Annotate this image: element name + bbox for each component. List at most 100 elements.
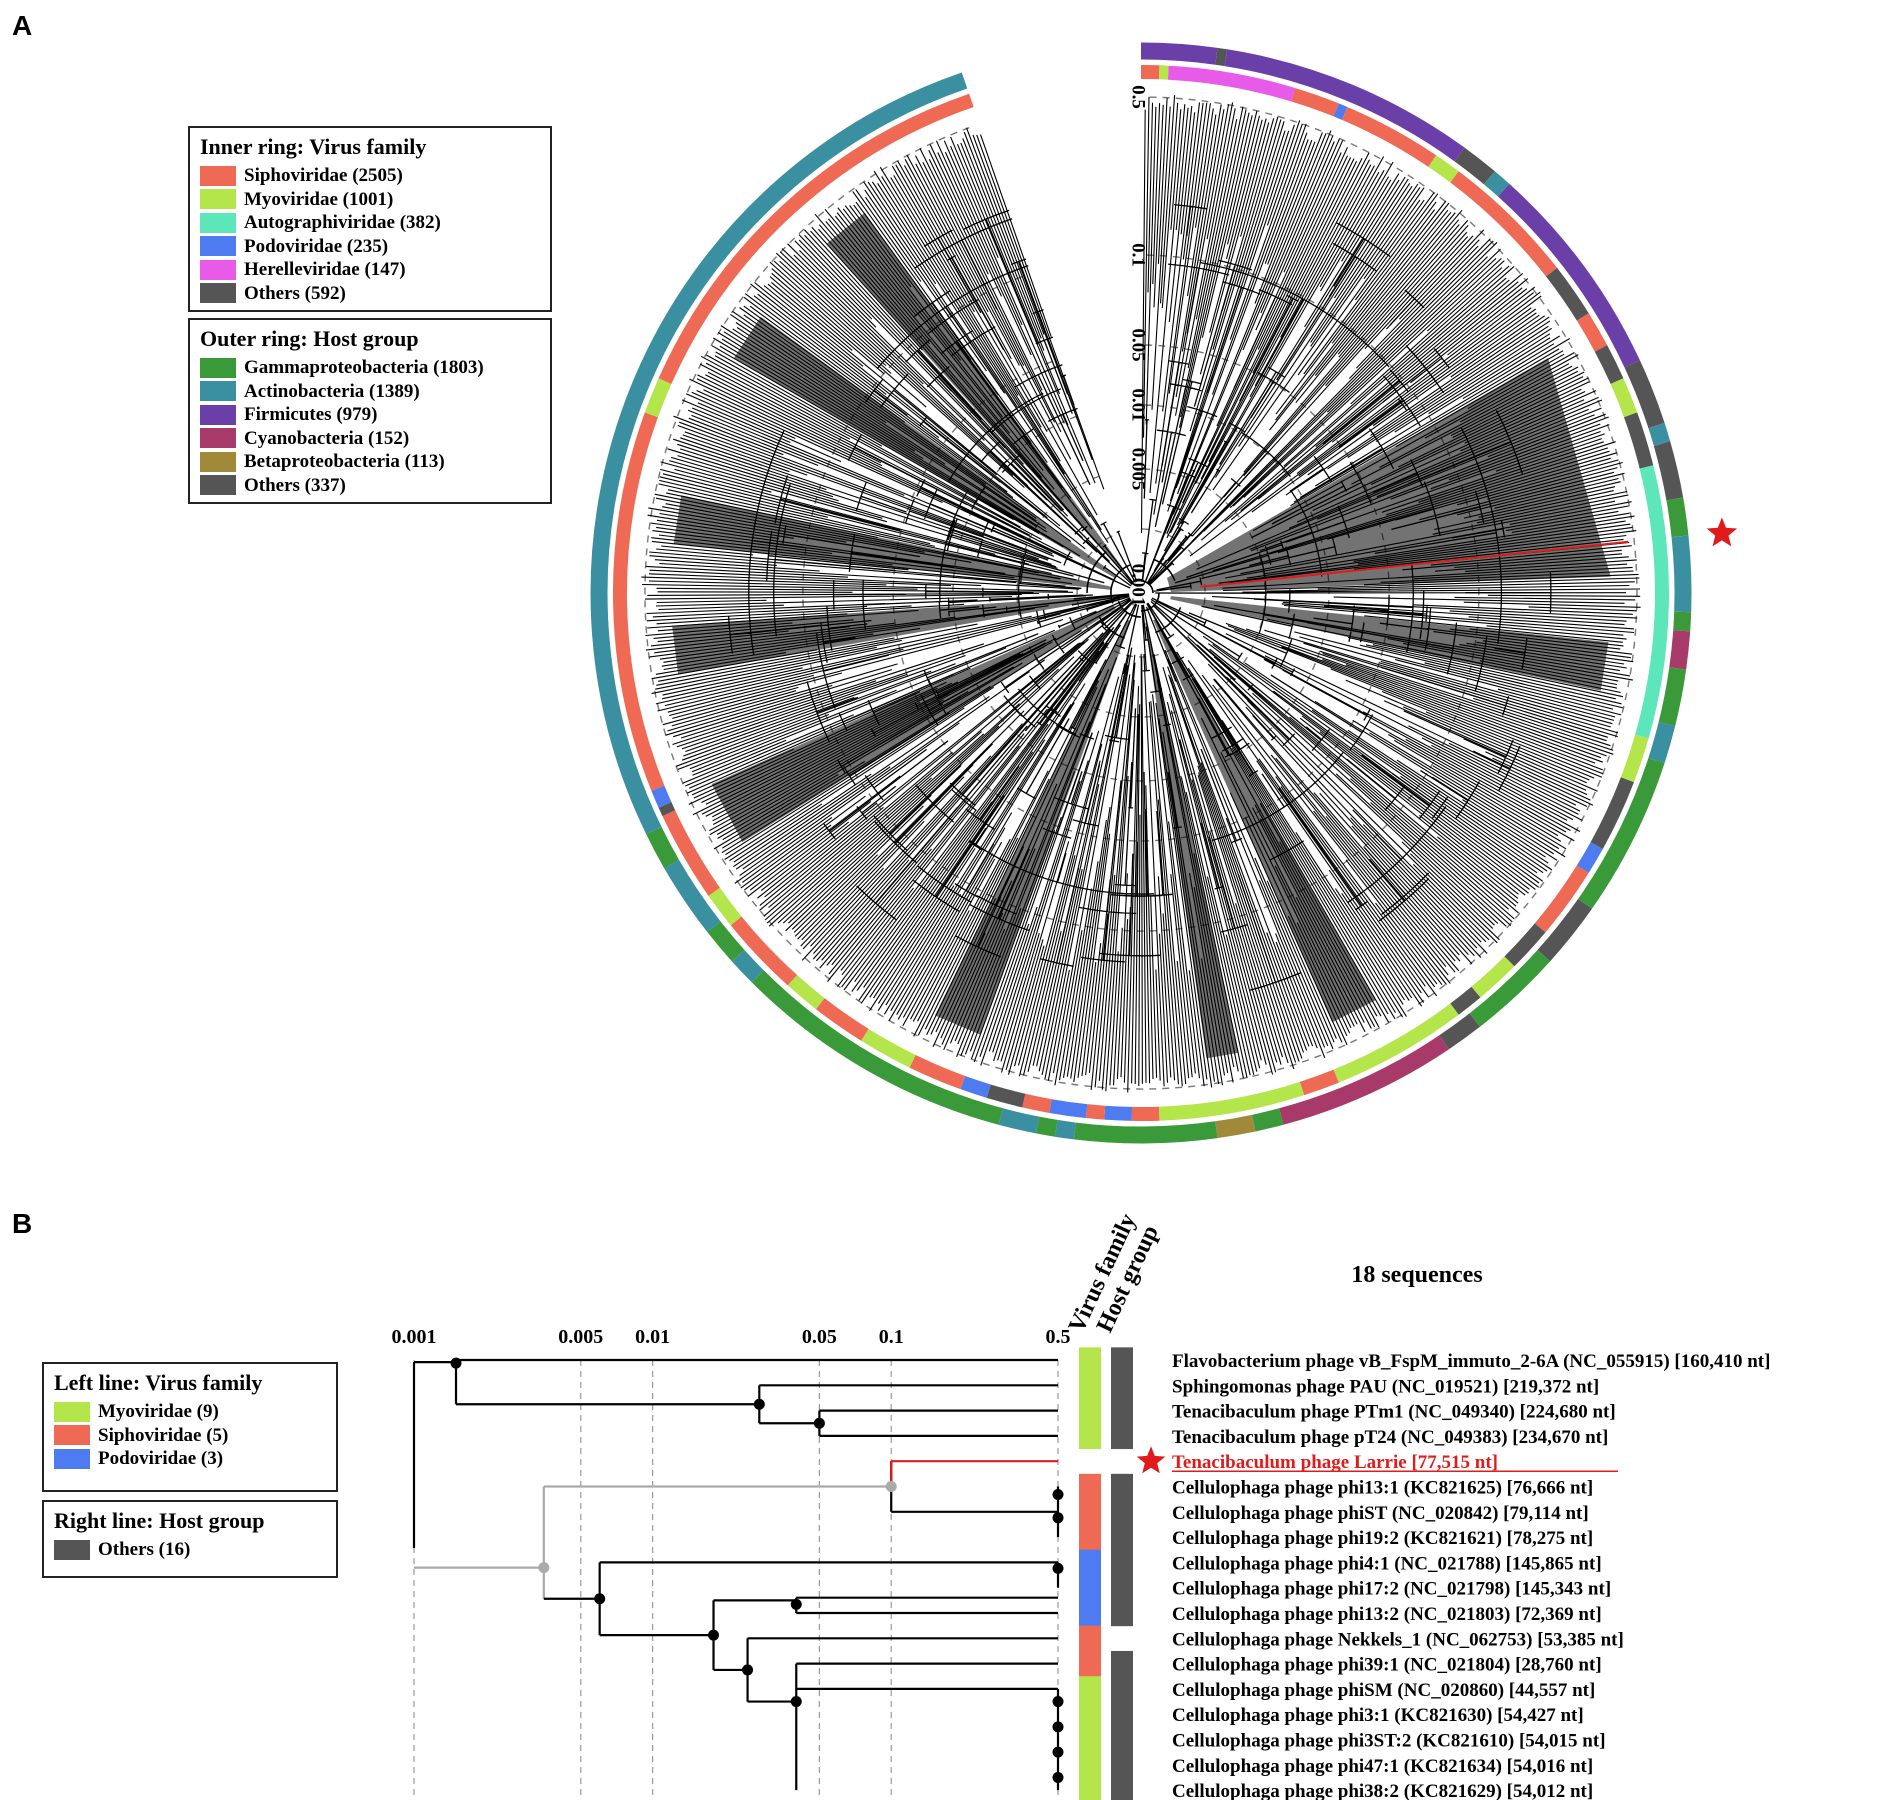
inner-ring-legend-swatch [200,165,236,186]
taxon-label: Cellulophaga phage phi17:2 (NC_021798) [… [1172,1579,1611,1600]
inner-ring-legend-swatch [200,236,236,257]
virus-family-bar [1079,1752,1101,1778]
scale-label: 0.001 [392,1326,437,1348]
outer-ring-legend-item: Gammaproteobacteria (1803) [200,356,540,380]
left-line-legend-swatch [54,1401,90,1422]
collapsed-clade [934,619,1131,1035]
outer-ring-legend-swatch [200,428,236,449]
outer-ring-segment [998,1108,1040,1134]
inner-ring-segment [1576,313,1608,352]
collapsed-clade [711,605,1116,843]
left-line-legend-swatch [54,1448,90,1469]
inner-ring-segment [1341,106,1437,167]
outer-ring-segment [1224,49,1465,162]
outer-ring [590,42,1692,1144]
outer-ring-segment [1671,535,1692,613]
host-group-bar [1111,1575,1133,1601]
scale-label: 0.01 [1128,388,1149,421]
scale-label: 0.05 [1128,328,1149,361]
inner-ring-segment [1333,1003,1459,1083]
inner-ring-segment [787,974,825,1010]
outer-ring-segment [1669,630,1691,670]
inner-ring-segment [662,810,720,896]
outer-ring-segment [1578,757,1665,909]
outer-ring-legend-item: Betaproteobacteria (113) [200,450,540,474]
host-group-bar [1111,1650,1133,1677]
inner-ring-segment [1635,465,1669,739]
inner-ring-legend-swatch [200,212,236,233]
outer-ring-legend-item: Firmicutes (979) [200,403,540,427]
inner-ring-segment [1534,865,1589,933]
inner-ring-segment [1333,103,1348,120]
tree-node [790,1598,802,1610]
inner-ring-segment [1610,378,1638,418]
outer-ring-segment [1035,1116,1058,1137]
inner-ring-segment [1620,734,1649,783]
outer-ring-segment [1439,1013,1480,1050]
inner-ring-legend: Inner ring: Virus family Siphoviridae (2… [188,126,552,312]
outer-ring-segment [1054,1119,1076,1140]
inner-ring-segment [1594,345,1624,384]
tree-heading: 18 sequences [1351,1262,1482,1288]
inner-ring-segment [644,378,672,418]
virus-family-bar [1079,1726,1101,1753]
inner-ring-legend-item: Siphoviridae (2505) [200,164,540,188]
inner-ring-segment [1546,267,1589,321]
outer-ring-legend: Outer ring: Host group Gammaproteobacter… [188,318,552,504]
inner-ring-legend-label: Myoviridae (1001) [244,188,394,210]
left-line-legend-title: Left line: Virus family [54,1370,263,1395]
tree-node [594,1593,606,1605]
outer-ring-segment [1653,441,1684,501]
star-icon [1706,517,1738,547]
virus-family-bar [1079,1372,1101,1399]
outer-ring-segment [1673,611,1692,632]
outer-ring-segment [1483,171,1510,197]
collapsed-clade [733,316,1117,578]
inner-ring-segment [1299,1069,1339,1096]
tree-node [1052,1696,1064,1708]
virus-family-bar [1079,1701,1101,1728]
host-group-bar [1111,1397,1133,1424]
virus-family-bar [1079,1423,1101,1450]
outer-ring-segment [1251,1108,1284,1132]
left-line-legend: Left line: Virus family Myoviridae (9)Si… [42,1362,338,1492]
host-group-bar [1111,1726,1133,1753]
dense-clades [672,212,1611,1059]
scale-label: 0.5 [1046,1326,1071,1348]
taxon-label: Cellulophaga phage phi13:2 (NC_021803) [… [1172,1604,1602,1625]
taxon-label: Cellulophaga phage phi47:1 (KC821634) [5… [1172,1756,1593,1777]
inner-ring-segment [612,412,665,791]
tree-node [1052,1771,1064,1783]
star-icon [1136,1446,1166,1474]
inner-ring-segment [986,1084,1026,1108]
inner-ring-segment [730,916,798,986]
right-line-legend-items: Others (16) [54,1538,326,1562]
outer-ring-legend-swatch [200,404,236,425]
inner-ring-segment [1022,1093,1052,1113]
inner-ring-segment [1504,923,1546,967]
outer-ring-segment [1537,898,1592,962]
inner-ring-segment [651,785,672,808]
tree-node [753,1398,765,1410]
inner-ring-segment [658,802,676,817]
taxon-label: Tenacibaculum phage pT24 (NC_049383) [23… [1172,1427,1608,1448]
tree-node [1052,1746,1064,1758]
outer-ring-legend-title: Outer ring: Host group [200,326,419,351]
host-group-bar [1111,1701,1133,1728]
outer-ring-legend-label: Actinobacteria (1389) [244,380,420,402]
outer-ring-segment [1454,147,1495,185]
host-group-bar [1111,1777,1133,1800]
highlighted-taxon-label: Tenacibaculum phage Larrie [77,515 nt] [1172,1452,1498,1473]
tree-node [1052,1512,1064,1524]
taxon-label: Cellulophaga phage phiST (NC_020842) [79… [1172,1503,1589,1524]
outer-ring-segment [1648,422,1671,446]
taxon-label: Cellulophaga phage phiSM (NC_020860) [44… [1172,1680,1595,1701]
inner-ring-segment [1291,88,1339,117]
host-group-bar [1111,1600,1133,1627]
inner-ring-segment [815,998,869,1041]
virus-family-bar [1079,1575,1101,1601]
panel-b-label: B [12,1208,33,1239]
virus-family-bar [1079,1625,1101,1652]
outer-ring-segment [1648,722,1676,764]
inner-ring-segment [1576,842,1603,873]
